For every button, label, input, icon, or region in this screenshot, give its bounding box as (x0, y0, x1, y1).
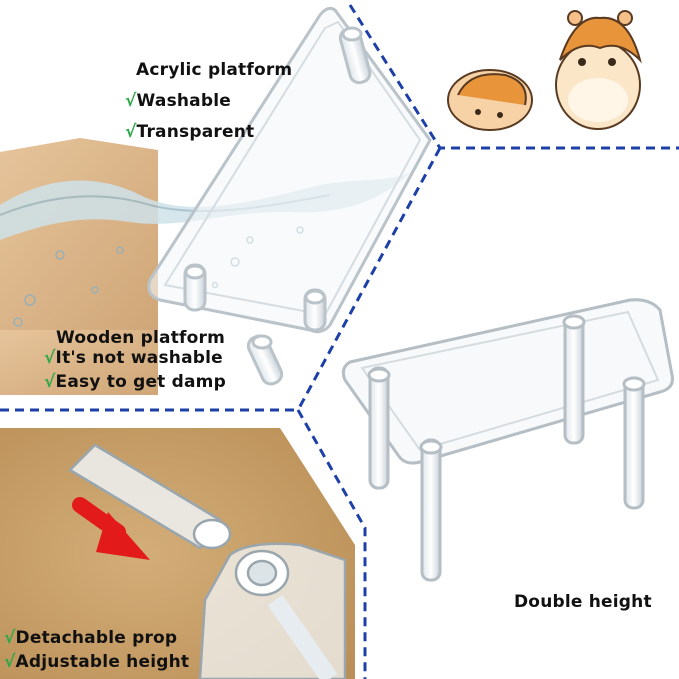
check-icon: √ (4, 628, 16, 648)
acrylic-platform-tilted (147, 6, 432, 386)
double-height-label: Double height (514, 592, 652, 612)
acrylic-table-double-height (341, 298, 674, 582)
acrylic-feature-washable: √Washable (125, 91, 231, 111)
acrylic-feature-transparent: √Transparent (125, 122, 255, 142)
section-dividers (0, 4, 679, 679)
check-icon: √ (44, 372, 56, 392)
prop-feature-adjustable: √Adjustable height (4, 652, 190, 672)
wooden-board-photo (0, 138, 158, 395)
check-icon: √ (44, 348, 56, 368)
check-icon: √ (125, 91, 137, 111)
hamster-standing-icon (555, 10, 642, 130)
prop-feature-detachable: √Detachable prop (4, 628, 178, 648)
check-icon: √ (125, 122, 137, 142)
wooden-platform-title: Wooden platform (56, 328, 225, 348)
wooden-feature-not-washable: √It's not washable (44, 348, 223, 368)
red-arrow-icon (72, 497, 150, 560)
prop-closeup (67, 443, 347, 679)
acrylic-platform-title: Acrylic platform (136, 60, 293, 80)
wooden-feature-easy-damp: √Easy to get damp (44, 372, 226, 392)
hamster-curled-icon (447, 69, 533, 131)
check-icon: √ (4, 652, 16, 672)
